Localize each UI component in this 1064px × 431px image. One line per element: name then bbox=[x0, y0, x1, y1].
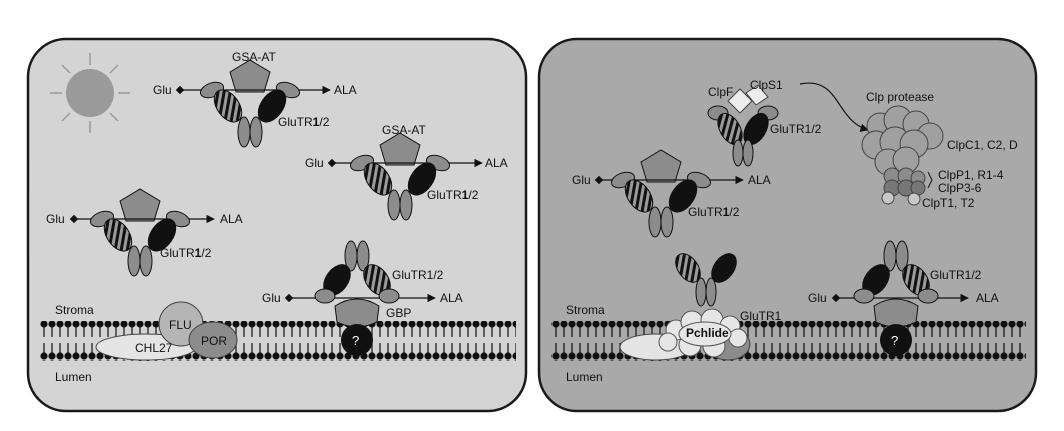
ala-label-3: ALA bbox=[220, 212, 243, 226]
night-membrane-ala: ALA bbox=[976, 291, 999, 305]
clp-adaptor-gluTR bbox=[707, 84, 779, 167]
clpf-label: ClpF bbox=[708, 85, 733, 99]
night-gluTR-enzyme bbox=[594, 149, 744, 238]
chl27-label: CHL27 bbox=[135, 341, 173, 355]
night-unknown-label: ? bbox=[891, 333, 898, 348]
night-gluTR-label-2: GluTR1/2 bbox=[688, 205, 740, 219]
clp-subunit-3: ClpP3-6 bbox=[938, 181, 982, 195]
clp-subunit-2: ClpP1, R1-4 bbox=[938, 168, 1004, 182]
day-membrane-gluTR bbox=[284, 240, 436, 356]
night-gluTR1-label: GluTR1 bbox=[740, 309, 782, 323]
night-membrane-gluTR-label: GluTR1/2 bbox=[930, 268, 982, 282]
glu-label-1: Glu bbox=[153, 83, 172, 97]
day-membrane-glu: Glu bbox=[262, 291, 281, 305]
degradation-arrow bbox=[799, 82, 869, 132]
ala-label-1: ALA bbox=[334, 83, 357, 97]
por-label: POR bbox=[201, 334, 227, 348]
night-gluTR-label-1: GluTR1/2 bbox=[770, 122, 822, 136]
night-glu-label: Glu bbox=[572, 173, 591, 187]
night-stroma-label: Stroma bbox=[566, 303, 605, 317]
sun-icon bbox=[50, 53, 130, 133]
night-membrane-gluTR bbox=[831, 240, 969, 356]
glu-label-2: Glu bbox=[305, 156, 324, 170]
clp-bracket-2 bbox=[927, 179, 933, 189]
night-membrane-glu: Glu bbox=[808, 291, 827, 305]
gluTR-enzyme-1 bbox=[175, 59, 331, 148]
day-panel bbox=[26, 37, 528, 413]
night-ala-label: ALA bbox=[748, 173, 771, 187]
flu-label: FLU bbox=[169, 318, 192, 332]
day-membrane-gluTR-label: GluTR1/2 bbox=[392, 268, 444, 282]
gluTR-enzyme-3 bbox=[69, 188, 215, 277]
gluTR-label-2: GluTR1/2 bbox=[427, 188, 479, 202]
gluTR-label-3: GluTR1/2 bbox=[160, 246, 212, 260]
pchlide-label: Pchlide bbox=[686, 326, 729, 340]
day-lumen-label: Lumen bbox=[55, 370, 92, 384]
por-protein bbox=[188, 321, 238, 359]
clp-protease-icon bbox=[861, 105, 944, 206]
night-gluTR1-dimer bbox=[675, 253, 737, 307]
pchlide-complex bbox=[619, 308, 751, 361]
clp-protease-label: Clp protease bbox=[866, 90, 934, 104]
glu-label-3: Glu bbox=[46, 212, 65, 226]
gbp-label: GBP bbox=[386, 306, 411, 320]
gsa-at-label-1: GSA-AT bbox=[232, 50, 276, 64]
gluTR-enzyme-2 bbox=[327, 132, 483, 221]
ala-label-2: ALA bbox=[485, 156, 508, 170]
gluTR-label-1: GluTR1/2 bbox=[278, 115, 330, 129]
night-lumen-label: Lumen bbox=[566, 370, 603, 384]
day-membrane-ala: ALA bbox=[440, 291, 463, 305]
day-unknown-label: ? bbox=[352, 333, 359, 348]
clp-subunit-4: ClpT1, T2 bbox=[922, 196, 975, 210]
night-membrane bbox=[551, 321, 1026, 361]
day-stroma-label: Stroma bbox=[55, 303, 94, 317]
clp-bracket-1 bbox=[927, 171, 933, 181]
gsa-at-label-2: GSA-AT bbox=[382, 123, 426, 137]
clps1-label: ClpS1 bbox=[750, 78, 783, 92]
clp-subunit-1: ClpC1, C2, D bbox=[947, 138, 1018, 152]
